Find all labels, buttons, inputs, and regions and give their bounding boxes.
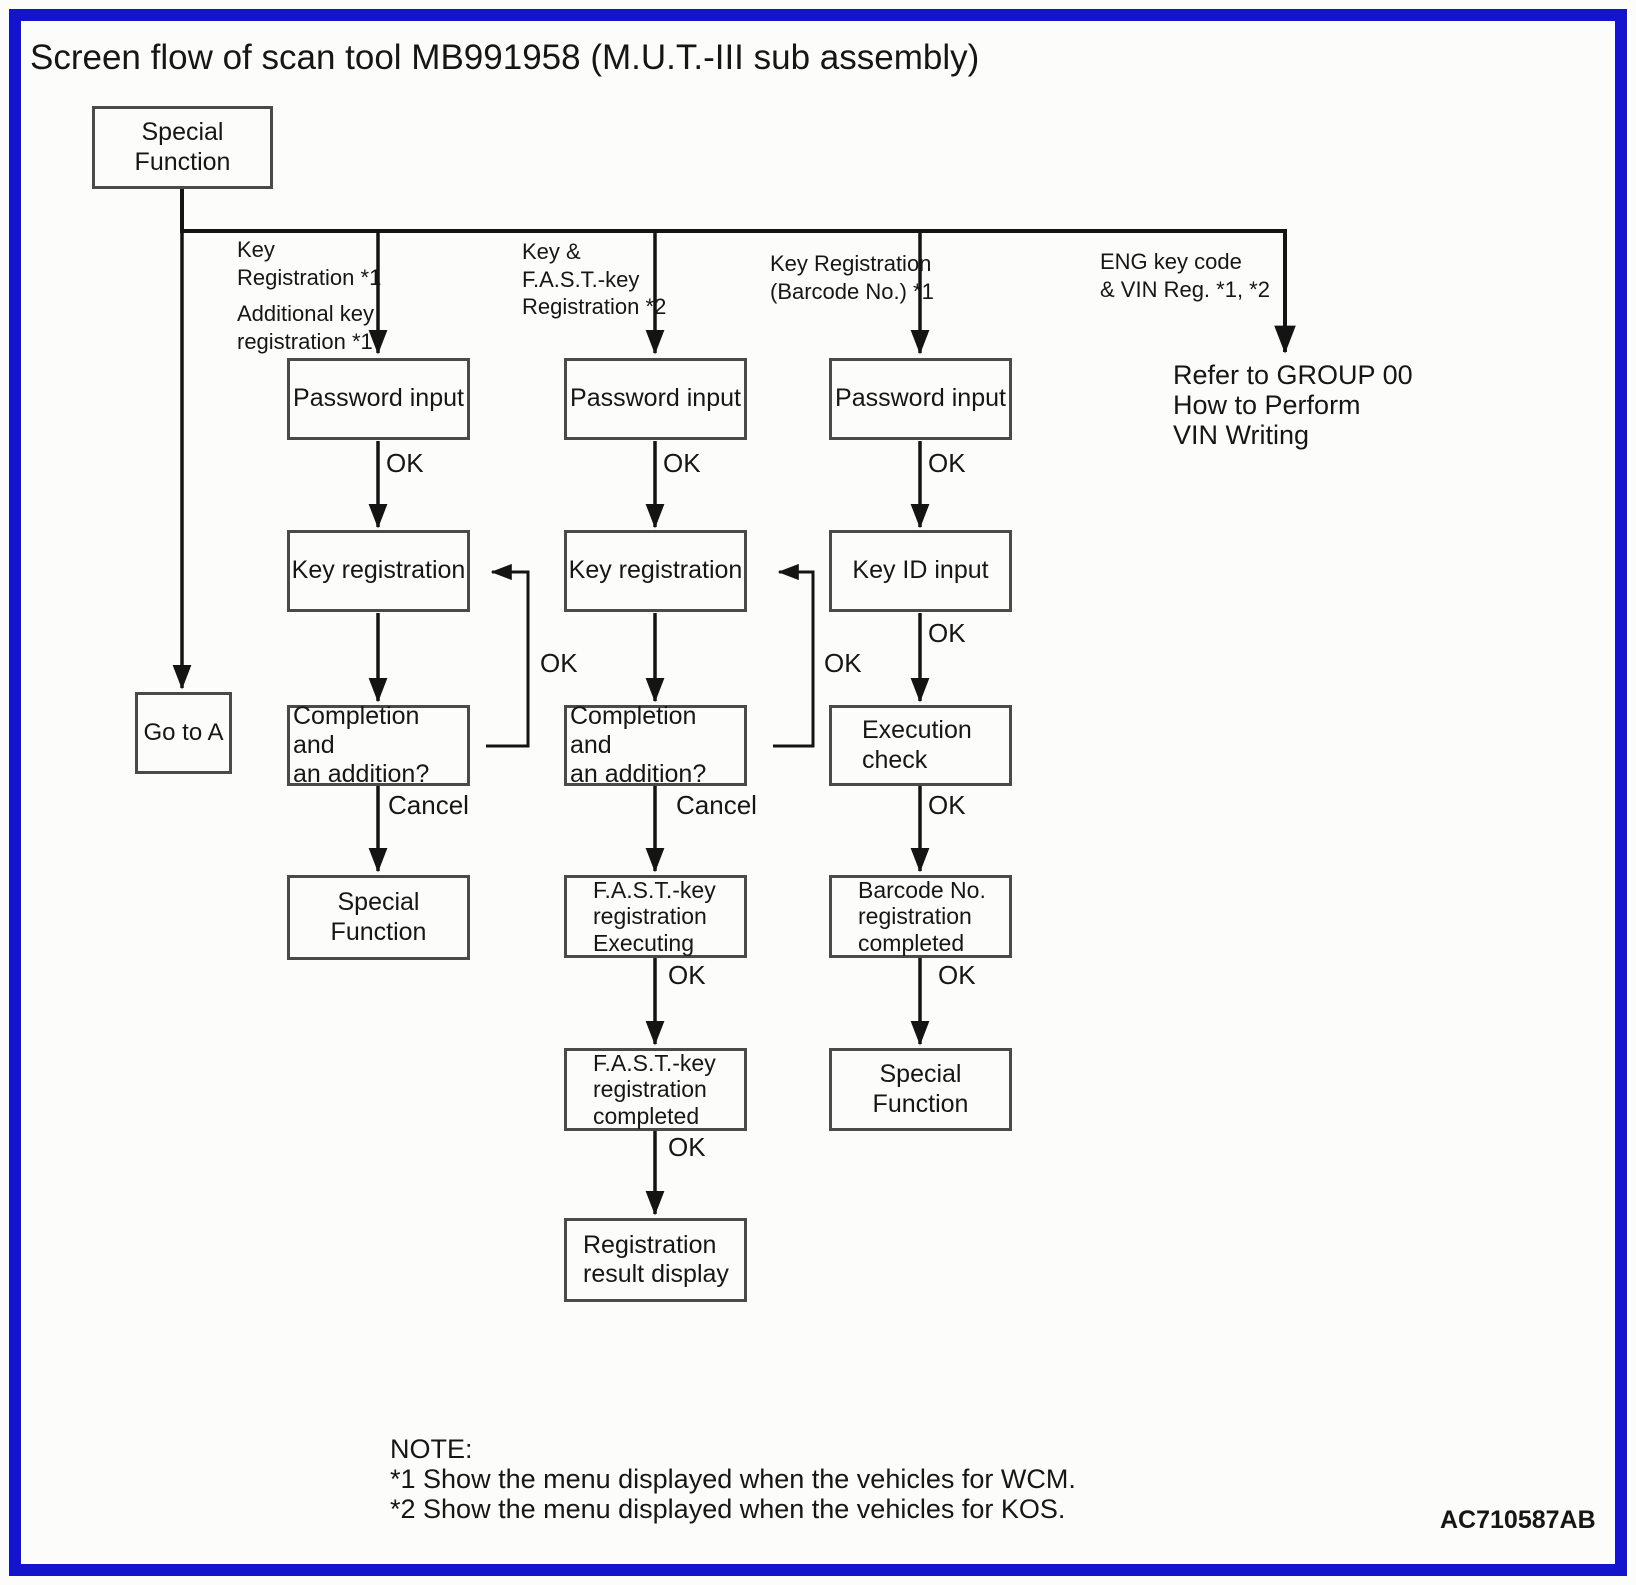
col-a-special-function-box: Special Function	[287, 875, 470, 960]
note-line-1: *1 Show the menu displayed when the vehi…	[390, 1464, 1076, 1494]
diagram-title: Screen flow of scan tool MB991958 (M.U.T…	[30, 38, 980, 77]
edge-label-ok: OK	[928, 448, 966, 478]
col-c-key-id-input-box: Key ID input	[829, 530, 1012, 612]
edge-label-ok: OK	[938, 960, 976, 990]
col-b-fast-completed-box: F.A.S.T.-key registration completed	[564, 1048, 747, 1131]
col-a-password-input-box: Password input	[287, 358, 470, 440]
edge-label-ok: OK	[386, 448, 424, 478]
refer-group00-note: Refer to GROUP 00 How to Perform VIN Wri…	[1173, 360, 1413, 451]
goto-a-box: Go to A	[135, 692, 232, 774]
col-c-execution-check-box: Execution check	[829, 705, 1012, 786]
note-line-2: *2 Show the menu displayed when the vehi…	[390, 1494, 1066, 1524]
col-b-key-registration-box: Key registration	[564, 530, 747, 612]
col-a-key-registration-box: Key registration	[287, 530, 470, 612]
edge-label-cancel: Cancel	[676, 790, 757, 820]
edge-label-ok: OK	[668, 960, 706, 990]
branch-label-key-registration: Key Registration *1	[237, 237, 382, 290]
col-b-password-input-box: Password input	[564, 358, 747, 440]
figure-code: AC710587AB	[1440, 1506, 1596, 1534]
connector-lines	[172, 189, 1296, 1216]
note-heading: NOTE:	[390, 1434, 473, 1464]
edge-label-loop-ok: OK	[824, 648, 862, 678]
edge-label-ok: OK	[928, 618, 966, 648]
start-special-function-box: Special Function	[92, 106, 273, 189]
loop-ok-col-a	[486, 563, 530, 748]
branch-label-barcode: Key Registration (Barcode No.) *1	[770, 251, 934, 304]
branch-label-eng-vin: ENG key code & VIN Reg. *1, *2	[1100, 249, 1270, 302]
edge-label-ok: OK	[668, 1132, 706, 1162]
col-a-completion-box: Completion and an addition?	[287, 702, 470, 788]
col-b-completion-box: Completion and an addition?	[564, 702, 747, 788]
col-b-registration-result-box: Registration result display	[564, 1218, 747, 1302]
edge-label-cancel: Cancel	[388, 790, 469, 820]
branch-label-additional-key: Additional key registration *1	[237, 301, 374, 354]
edge-label-ok: OK	[663, 448, 701, 478]
col-c-password-input-box: Password input	[829, 358, 1012, 440]
branch-label-fast-key: Key & F.A.S.T.-key Registration *2	[522, 239, 667, 319]
loop-ok-col-b	[773, 563, 815, 748]
col-c-special-function-box: Special Function	[829, 1048, 1012, 1131]
col-b-fast-executing-box: F.A.S.T.-key registration Executing	[564, 875, 747, 958]
edge-label-loop-ok: OK	[540, 648, 578, 678]
col-c-barcode-completed-box: Barcode No. registration completed	[829, 875, 1012, 958]
edge-label-ok: OK	[928, 790, 966, 820]
